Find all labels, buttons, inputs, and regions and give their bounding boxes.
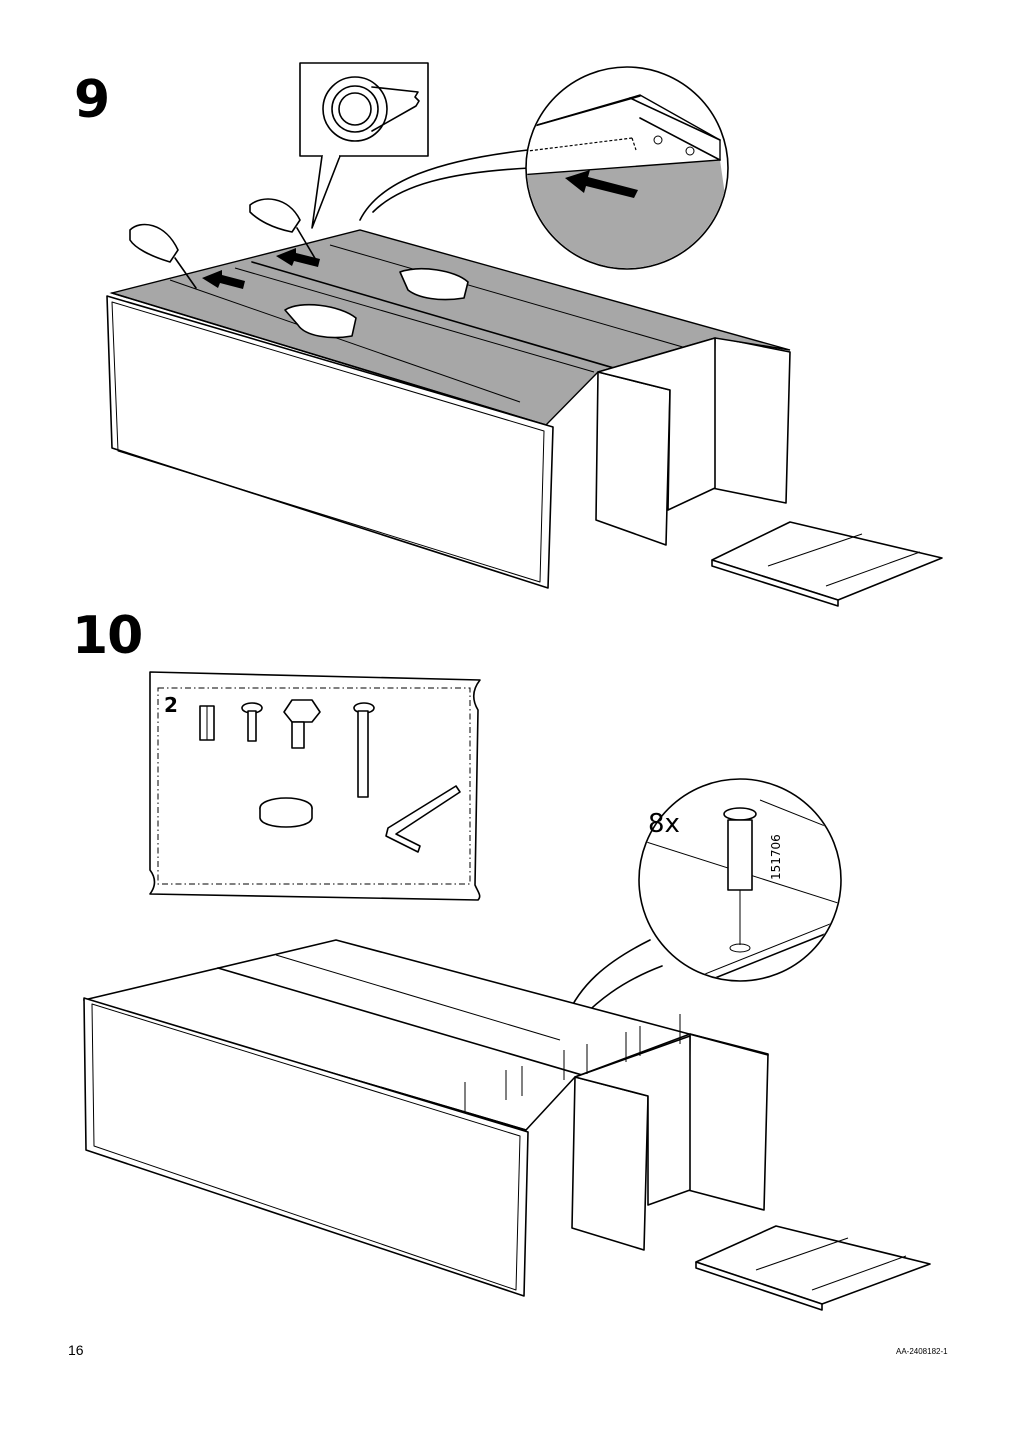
dowel-icon: [241, 702, 263, 742]
screw-icon: [353, 702, 375, 798]
detail-quantity-label: 8x: [648, 809, 680, 839]
wall-plug-icon: [199, 705, 215, 741]
step10-zoom-detail: 8x 151706: [561, 778, 842, 1036]
document-code: AA-2408182-1: [896, 1347, 948, 1356]
hand-icon: [129, 198, 469, 339]
page-number: 16: [68, 1342, 84, 1358]
step-number-9: 9: [74, 70, 110, 130]
step10-cabinet: [83, 939, 769, 1297]
wall-plug-icon: [464, 1014, 681, 1112]
step9-base-panel: [711, 521, 943, 607]
step10-base-panel: [695, 1225, 931, 1311]
step-number-10: 10: [72, 606, 143, 666]
step9-tape-callout: [299, 62, 429, 229]
cap-icon: [259, 797, 313, 828]
step9-cabinet: [106, 198, 791, 589]
part-number-label: 151706: [769, 834, 783, 880]
adjustable-foot-icon: [283, 699, 321, 749]
allen-key-icon: [385, 785, 461, 853]
parts-bag: 2: [149, 671, 481, 901]
parts-quantity-label: 2: [164, 693, 178, 717]
tape-roll-icon: [322, 76, 420, 142]
